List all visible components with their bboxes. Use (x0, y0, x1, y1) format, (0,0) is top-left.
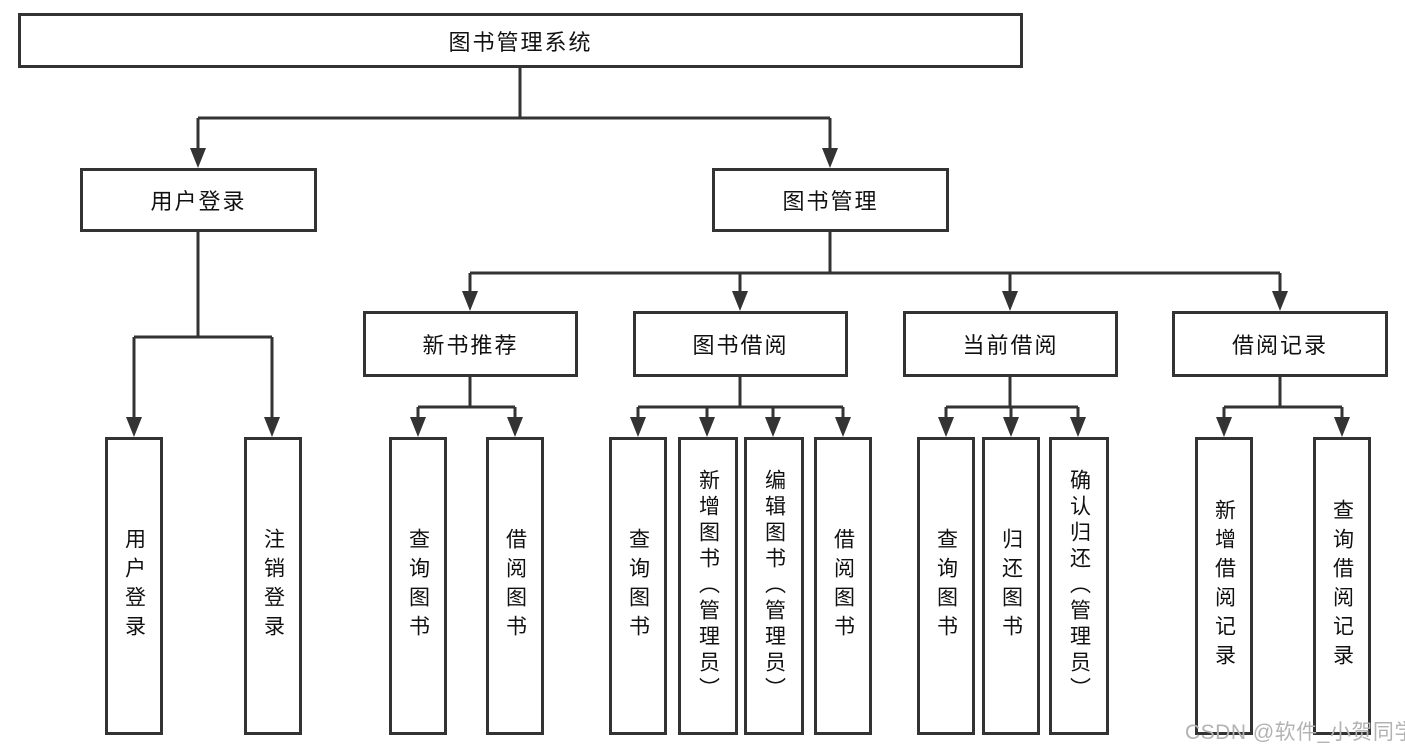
node-leaf-query-borrow-record: 查询借阅记录 (1313, 437, 1371, 735)
arrow-down-icon (507, 417, 523, 437)
node-leaf-query-books-1: 查询图书 (389, 437, 447, 735)
node-borrowing-records: 借阅记录 (1172, 311, 1388, 377)
node-leaf-borrow-books-1: 借阅图书 (486, 437, 544, 735)
node-user-login: 用户登录 (80, 168, 317, 232)
arrow-down-icon (1002, 291, 1018, 311)
arrow-down-icon (732, 291, 748, 311)
node-book-borrowing: 图书借阅 (633, 311, 848, 377)
node-new-book-recommendation: 新书推荐 (363, 311, 578, 377)
connector-book-borrow-to-leaves (630, 377, 851, 437)
connector-current-borrow-to-leaves (938, 377, 1086, 437)
arrow-down-icon (938, 417, 954, 437)
arrow-down-icon (822, 148, 838, 168)
node-leaf-add-borrow-record: 新增借阅记录 (1195, 437, 1253, 735)
csdn-watermark: CSDN @软件_小贺同学 (1185, 721, 1405, 744)
node-current-borrowing: 当前借阅 (903, 311, 1118, 377)
node-leaf-query-books-2: 查询图书 (609, 437, 667, 735)
arrow-down-icon (264, 417, 280, 437)
arrow-down-icon (699, 417, 715, 437)
node-leaf-borrow-books-2: 借阅图书 (814, 437, 872, 735)
connector-new-book-to-leaves (410, 377, 523, 437)
arrow-down-icon (410, 417, 426, 437)
connector-book-mgmt-to-level3 (462, 232, 1288, 311)
connector-root-to-level2 (190, 68, 838, 168)
node-book-management: 图书管理 (712, 168, 949, 232)
node-leaf-edit-books-admin: 编辑图书（管理员） (744, 437, 804, 735)
arrow-down-icon (190, 148, 206, 168)
arrow-down-icon (1272, 291, 1288, 311)
connector-user-login-to-leaves (126, 232, 280, 437)
arrow-down-icon (765, 417, 781, 437)
arrow-down-icon (1003, 417, 1019, 437)
node-leaf-user-login: 用户登录 (105, 437, 163, 735)
node-leaf-query-books-3: 查询图书 (917, 437, 975, 735)
node-leaf-return-books: 归还图书 (982, 437, 1040, 735)
node-leaf-add-books-admin: 新增图书（管理员） (678, 437, 738, 735)
arrow-down-icon (1334, 417, 1350, 437)
connector-borrow-record-to-leaves (1216, 377, 1350, 437)
node-library-management-system: 图书管理系统 (18, 13, 1023, 68)
node-leaf-confirm-return-admin: 确认归还（管理员） (1049, 437, 1109, 735)
arrow-down-icon (630, 417, 646, 437)
node-leaf-logout: 注销登录 (244, 437, 302, 735)
arrow-down-icon (1070, 417, 1086, 437)
arrow-down-icon (462, 291, 478, 311)
arrow-down-icon (1216, 417, 1232, 437)
arrow-down-icon (126, 417, 142, 437)
arrow-down-icon (835, 417, 851, 437)
